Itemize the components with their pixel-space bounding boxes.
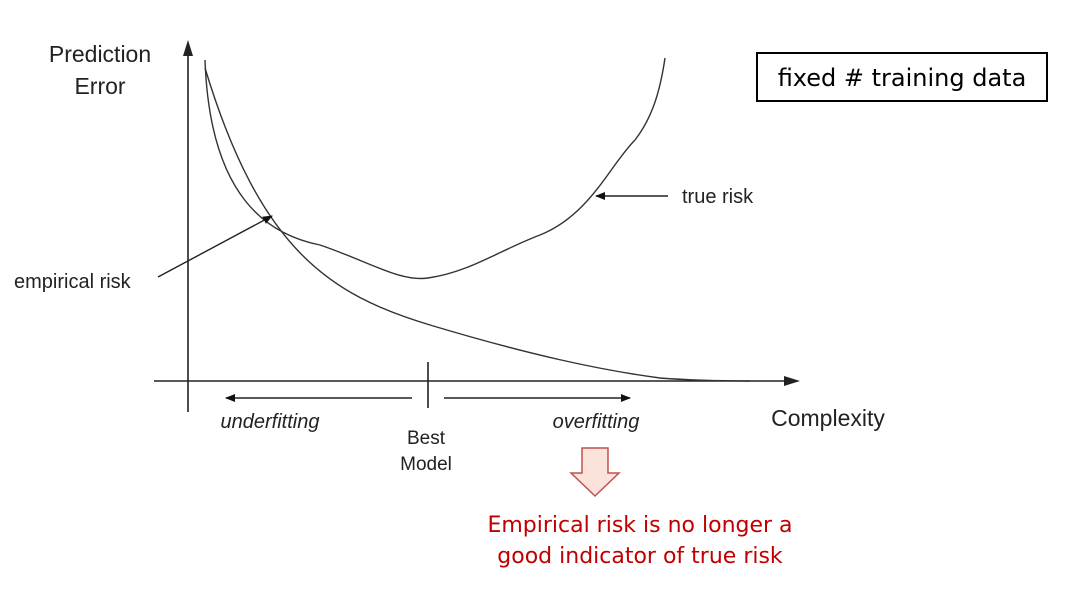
fixed-training-data-box: [756, 52, 1048, 102]
x-axis-label: Complexity: [771, 405, 885, 431]
conclusion-text-line1: Empirical risk is no longer a: [487, 513, 792, 538]
best-model-label-line2: Model: [400, 454, 452, 475]
x-axis-arrowhead-icon: [784, 376, 800, 386]
fixed-training-data-text: fixed # training data: [778, 64, 1027, 92]
conclusion-text-line2: good indicator of true risk: [497, 544, 783, 569]
y-axis-label-line2: Error: [74, 73, 125, 99]
overfitting-label: overfitting: [553, 411, 640, 433]
empirical-risk-pointer-arrow: [157, 215, 273, 278]
best-model-label-line1: Best: [407, 428, 446, 449]
underfitting-label: underfitting: [221, 411, 320, 433]
empirical-risk-label: empirical risk: [14, 271, 132, 293]
empirical-risk-curve: [204, 67, 751, 382]
down-arrow-icon: [569, 447, 621, 498]
y-axis-arrowhead-icon: [183, 40, 193, 56]
true-risk-curve: [204, 57, 666, 280]
y-axis-label-line1: Prediction: [49, 41, 151, 67]
true-risk-label: true risk: [682, 186, 754, 208]
